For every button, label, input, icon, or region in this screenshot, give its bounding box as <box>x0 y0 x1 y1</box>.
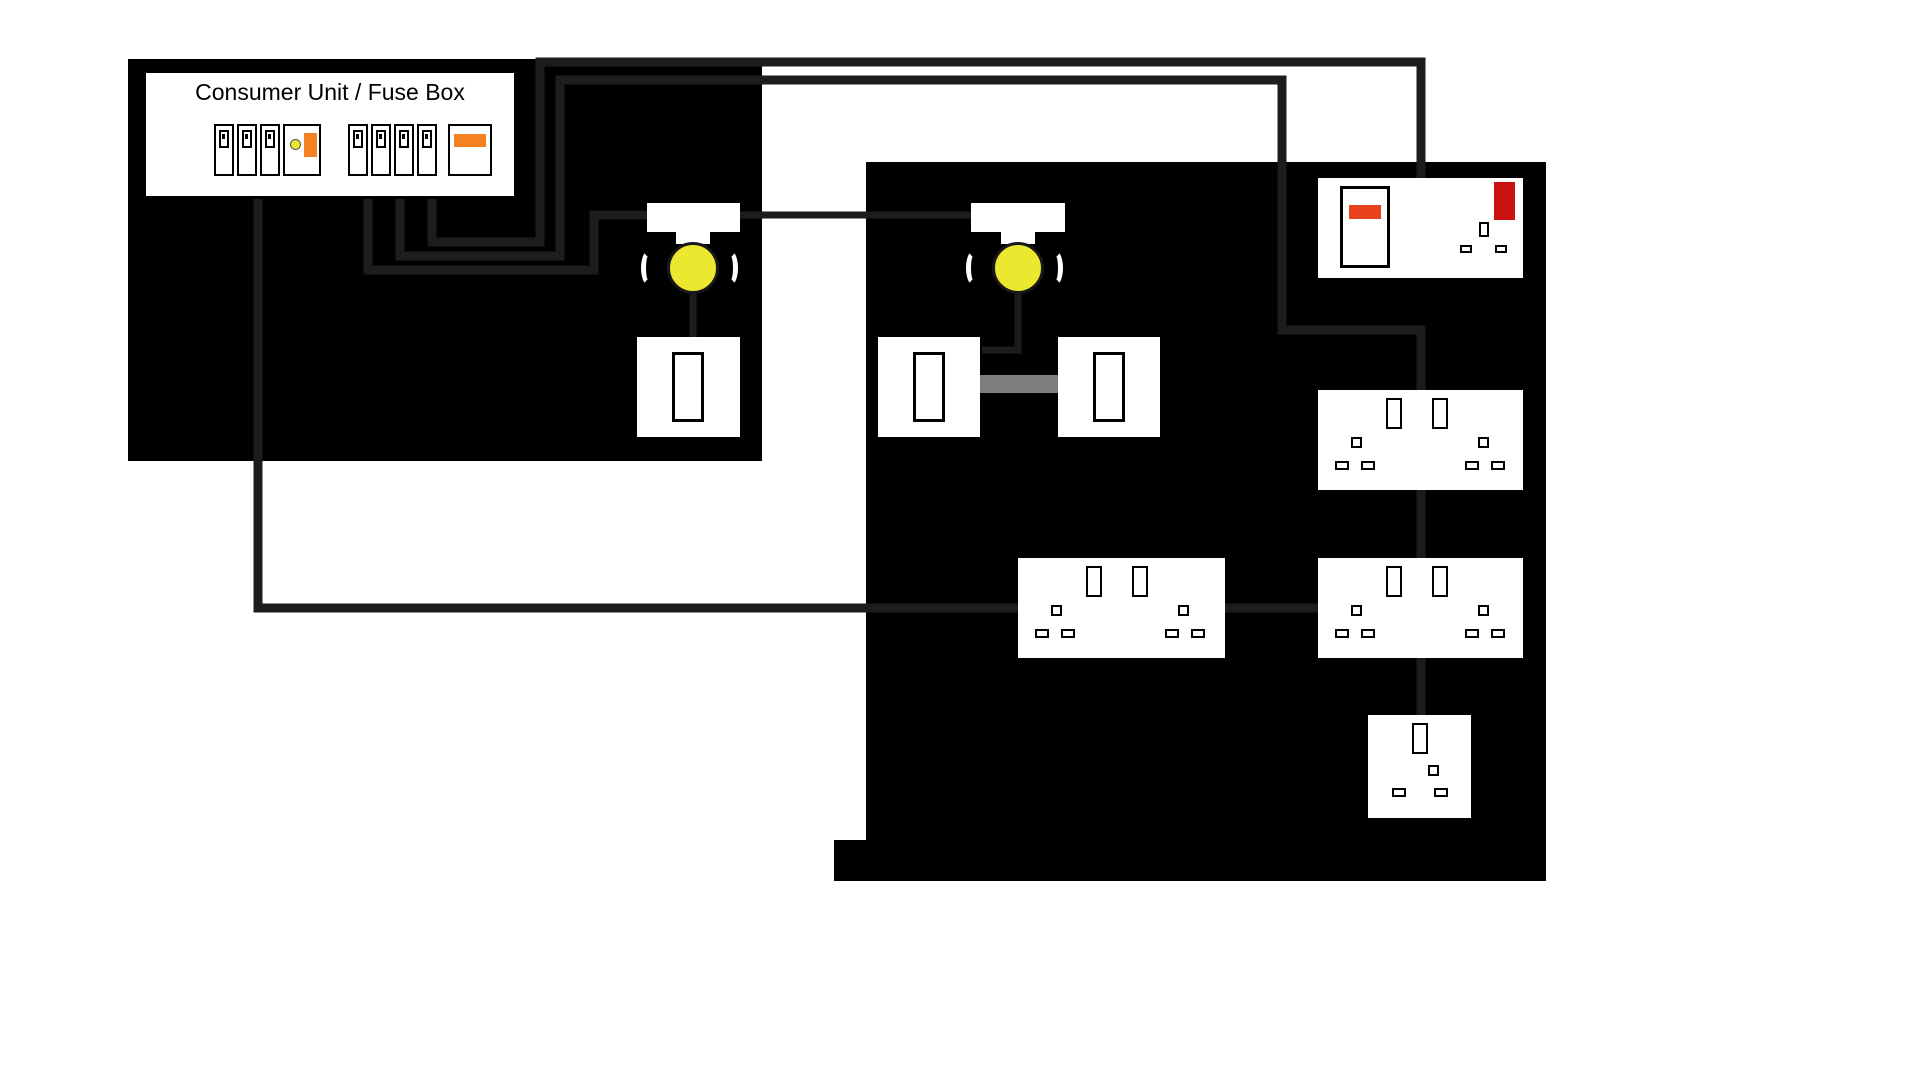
socket-switch <box>1351 437 1362 448</box>
rcd-indicator-dot <box>290 139 301 150</box>
neutral-pin-slot <box>1361 461 1375 470</box>
earth-pin-slot <box>1479 222 1489 237</box>
circuit-breaker <box>260 124 280 176</box>
earth-pin-slot <box>1412 723 1428 754</box>
consumer-unit: Consumer Unit / Fuse Box <box>143 70 517 199</box>
earth-pin-slot <box>1432 566 1448 597</box>
live-pin-slot <box>1465 629 1479 638</box>
neutral-pin-slot <box>1495 245 1507 253</box>
ceiling-rose-1 <box>647 203 740 232</box>
lamp-holder-2 <box>1001 231 1035 244</box>
breaker-toggle-icon <box>219 130 229 148</box>
neutral-pin-slot <box>1061 629 1075 638</box>
breaker-toggle-icon <box>422 130 432 148</box>
main-switch-module <box>448 124 492 176</box>
light-bulb-2 <box>992 242 1044 294</box>
switch-rocker <box>1093 352 1125 422</box>
bulb-glow-icon <box>1047 250 1063 286</box>
breaker-toggle-icon <box>399 130 409 148</box>
neutral-pin-slot <box>1491 461 1505 470</box>
switch-rocker <box>913 352 945 422</box>
live-pin-slot <box>1335 461 1349 470</box>
breaker-toggle-icon <box>376 130 386 148</box>
two-way-switch-a <box>878 337 980 437</box>
live-pin-slot <box>1465 461 1479 470</box>
live-pin-slot <box>1335 629 1349 638</box>
earth-pin-slot <box>1132 566 1148 597</box>
consumer-unit-title: Consumer Unit / Fuse Box <box>195 79 465 105</box>
socket-switch <box>1428 765 1439 776</box>
cooker-switch-toggle <box>1349 205 1381 219</box>
earth-pin-slot <box>1432 398 1448 429</box>
circuit-breaker <box>214 124 234 176</box>
earth-pin-slot <box>1386 398 1402 429</box>
live-pin-slot <box>1035 629 1049 638</box>
live-pin-slot <box>1165 629 1179 638</box>
socket-switch <box>1178 605 1189 616</box>
cooker-switch-plate <box>1340 186 1390 268</box>
bulb-glow-icon <box>966 250 982 286</box>
switch-rocker <box>672 352 704 422</box>
socket-switch <box>1478 605 1489 616</box>
circuit-breaker <box>237 124 257 176</box>
two-way-switch-link <box>980 375 1058 393</box>
live-pin-slot <box>1392 788 1406 797</box>
rcd-module <box>283 124 321 176</box>
double-socket-1 <box>1318 390 1523 490</box>
rcd-switch <box>304 133 317 157</box>
double-socket-3 <box>1018 558 1225 658</box>
circuit-breaker <box>394 124 414 176</box>
cooker-control-unit <box>1318 178 1523 278</box>
socket-switch <box>1478 437 1489 448</box>
neutral-pin-slot <box>1361 629 1375 638</box>
main-switch-toggle <box>454 134 486 147</box>
earth-pin-slot <box>1386 566 1402 597</box>
room-block-bottom <box>834 840 1546 881</box>
neutral-pin-slot <box>1191 629 1205 638</box>
circuit-breaker <box>417 124 437 176</box>
socket-switch <box>1051 605 1062 616</box>
neutral-pin-slot <box>1491 629 1505 638</box>
bulb-glow-icon <box>641 250 657 286</box>
circuit-breaker <box>348 124 368 176</box>
light-bulb-1 <box>667 242 719 294</box>
earth-pin-slot <box>1086 566 1102 597</box>
cooker-indicator <box>1494 182 1515 220</box>
breaker-toggle-icon <box>242 130 252 148</box>
ceiling-rose-2 <box>971 203 1065 232</box>
light-switch-1 <box>637 337 740 437</box>
single-socket <box>1368 715 1471 818</box>
circuit-breaker <box>371 124 391 176</box>
two-way-switch-b <box>1058 337 1160 437</box>
socket-switch <box>1351 605 1362 616</box>
neutral-pin-slot <box>1434 788 1448 797</box>
bulb-glow-icon <box>722 250 738 286</box>
double-socket-2 <box>1318 558 1523 658</box>
breaker-toggle-icon <box>353 130 363 148</box>
lamp-holder-1 <box>676 231 710 244</box>
breaker-toggle-icon <box>265 130 275 148</box>
live-pin-slot <box>1460 245 1472 253</box>
